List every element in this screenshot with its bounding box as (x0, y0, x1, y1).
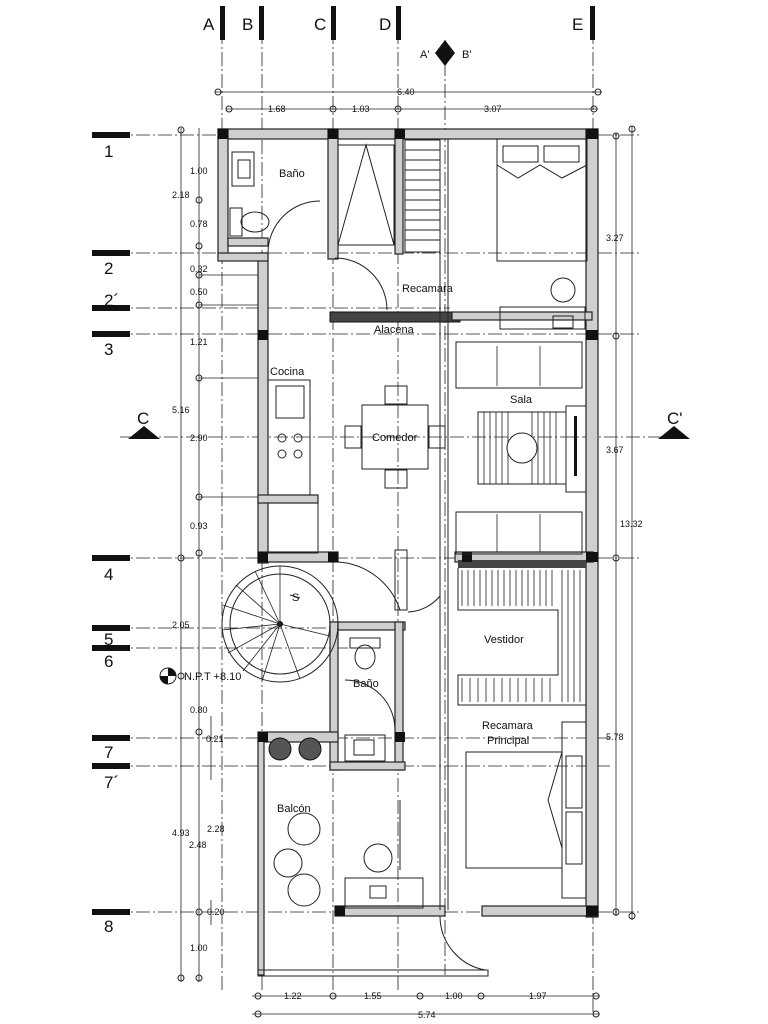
room-sala: Sala (510, 394, 533, 406)
dim-left-q: 1.00 (190, 943, 208, 953)
section-mark-diamond (435, 40, 455, 66)
dining-table (344, 385, 446, 489)
dim-left-e: 0.50 (190, 287, 208, 297)
room-vestidor: Vestidor (484, 634, 524, 646)
dim-left-i: 0.93 (190, 521, 208, 531)
dim-bottom-4: 1.97 (529, 991, 547, 1001)
sofa-upper (455, 341, 583, 389)
section-label-b: B' (462, 49, 471, 61)
dim-top-1: 1.68 (268, 104, 286, 114)
dimensions-right: 3.27 3.67 5.78 13.32 (606, 125, 643, 920)
room-balcon: Balcón (277, 803, 311, 815)
level-marker: N.P.T +8.10 (159, 667, 241, 685)
dim-left-l: 0.21 (206, 734, 224, 744)
room-cocina: Cocina (270, 366, 305, 378)
dim-left-c: 0.78 (190, 219, 208, 229)
vestidor-top-wall (458, 560, 586, 568)
dim-bottom-total: 5.74 (418, 1010, 436, 1020)
dim-bottom-3: 1.00 (445, 991, 463, 1001)
section-c-right-arrow (658, 426, 690, 439)
stove (277, 433, 303, 459)
dim-left-m: 4.93 (172, 828, 190, 838)
room-recamara-principal: Recamara (482, 720, 534, 732)
section-label-a: A' (420, 49, 429, 61)
dimensions-top: 6.40 1.68 1.03 3.07 (214, 87, 602, 114)
dim-left-b: 2.18 (172, 190, 190, 200)
room-bath-1: Baño (279, 168, 305, 180)
dim-left-j: 2.05 (172, 620, 190, 630)
dim-right-3: 5.78 (606, 732, 624, 742)
dim-left-k: 0.80 (190, 705, 208, 715)
room-alacena: Alacena (374, 324, 415, 336)
spiral-stair: S (221, 565, 339, 683)
axis-label-a: A (203, 15, 215, 34)
section-label-c-right: C' (667, 409, 683, 428)
dim-bottom-2: 1.55 (364, 991, 382, 1001)
room-recamara: Recamara (402, 283, 454, 295)
axis-label-2prime: 2´ (104, 291, 119, 310)
horizontal-grid-axes: 1 2 2´ 3 4 5 6 7 7´ 8 C C' (92, 132, 690, 936)
axis-label-d: D (379, 15, 391, 34)
axis-label-8: 8 (104, 917, 113, 936)
plant (298, 737, 322, 761)
level-label: N.P.T +8.10 (184, 671, 241, 683)
dim-left-h: 2.90 (190, 433, 208, 443)
dim-left-d: 0.32 (190, 264, 208, 274)
room-recamara-principal-2: Principal (487, 735, 529, 747)
closet-hatch (404, 139, 441, 253)
axis-label-7: 7 (104, 743, 113, 762)
axis-label-2: 2 (104, 259, 113, 278)
dim-left-o: 2.48 (189, 840, 207, 850)
dimensions-left: 1.00 2.18 0.78 0.32 0.50 1.21 5.16 2.90 … (172, 126, 258, 982)
dim-top-total: 6.40 (397, 87, 415, 97)
dim-left-n: 2.28 (207, 824, 225, 834)
room-labels: Baño Recamara Alacena Cocina Comedor Sal… (270, 168, 534, 815)
bed-main (465, 721, 587, 899)
dim-top-2: 1.03 (352, 104, 370, 114)
dimensions-bottom: 1.22 1.55 1.00 1.97 5.74 (252, 991, 600, 1020)
stair-direction-label: S (292, 592, 299, 604)
axis-label-6: 6 (104, 652, 113, 671)
vestidor-closet (457, 568, 587, 706)
axis-label-5: 5 (104, 630, 113, 649)
living-rug (477, 411, 567, 485)
dim-top-3: 3.07 (484, 104, 502, 114)
axis-label-7prime: 7´ (104, 773, 119, 792)
axis-label-b: B (242, 15, 253, 34)
section-label-c-left: C (137, 409, 149, 428)
dim-left-g: 5.16 (172, 405, 190, 415)
section-c-left-arrow (128, 426, 160, 439)
axis-label-e: E (572, 15, 583, 34)
dim-left-p: 0.20 (207, 907, 225, 917)
bed-upper (496, 138, 588, 262)
axis-label-1: 1 (104, 142, 113, 161)
sofa-lower (455, 511, 583, 555)
plant (268, 737, 292, 761)
dim-left-a: 1.00 (190, 166, 208, 176)
dim-right-total: 13.32 (620, 519, 643, 529)
room-comedor: Comedor (372, 432, 418, 444)
dim-right-2: 3.67 (606, 445, 624, 455)
axis-label-3: 3 (104, 340, 113, 359)
fixtures: S N.P.T +8.10 (159, 138, 588, 971)
walls (217, 128, 599, 977)
axis-label-c: C (314, 15, 326, 34)
room-bath-2: Baño (353, 678, 379, 690)
dim-left-f: 1.21 (190, 337, 208, 347)
axis-label-4: 4 (104, 565, 113, 584)
dim-right-1: 3.27 (606, 233, 624, 243)
dim-bottom-1: 1.22 (284, 991, 302, 1001)
